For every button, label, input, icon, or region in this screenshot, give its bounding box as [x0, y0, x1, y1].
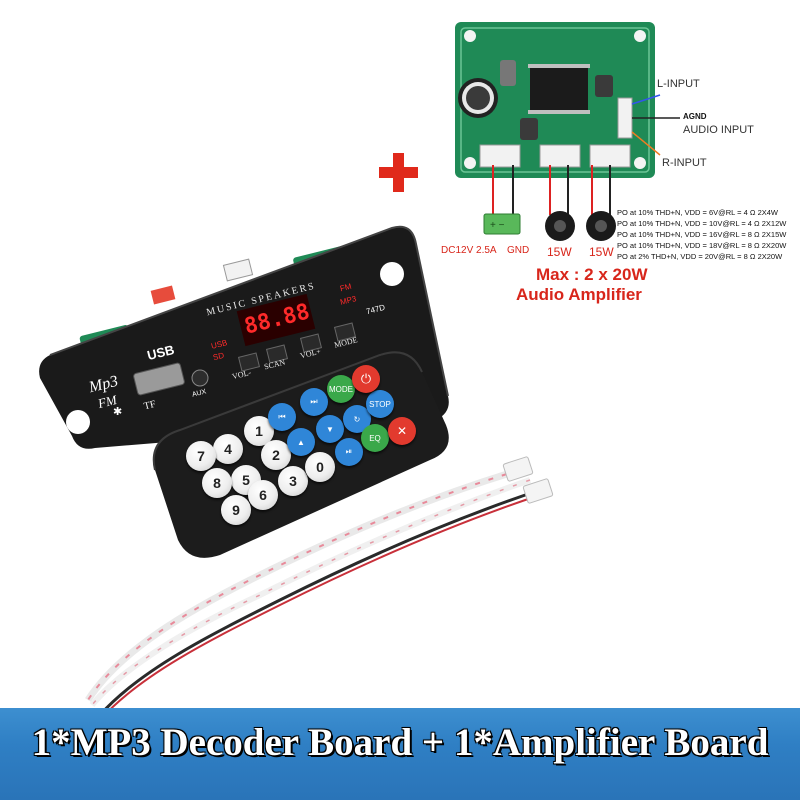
agnd-label: AGND	[683, 112, 707, 121]
remote-next-icon: ⏭	[300, 388, 328, 416]
banner-title: 1*MP3 Decoder Board + 1*Amplifier Board	[31, 721, 769, 764]
l-input-label: L-INPUT	[657, 78, 700, 90]
remote-prev-icon: ⏮	[268, 403, 296, 431]
spec-line-1: PO at 10% THD+N, VDD = 6V@RL = 4 Ω 2X4W	[617, 208, 778, 217]
gnd-label: GND	[507, 245, 530, 256]
remote-key-3: 3	[278, 466, 308, 496]
amplifier-headline: Max : 2 x 20W	[536, 265, 648, 284]
remote-vol-up-icon: ▼	[316, 415, 344, 443]
plus-sign	[379, 153, 418, 192]
remote-key-9: 9	[221, 495, 251, 525]
remote-key-2: 2	[261, 440, 291, 470]
amplifier-wires	[492, 165, 611, 215]
cable-pair	[85, 456, 554, 721]
amplifier-board	[455, 22, 680, 178]
svg-text:+ −: + −	[490, 220, 505, 231]
remote-key-6: 6	[248, 480, 278, 510]
bottom-banner	[0, 708, 800, 800]
remote-eq-key: EQ	[361, 424, 389, 452]
spec-line-5: PO at 2% THD+N, VDD = 20V@RL = 8 Ω 2X20W	[617, 252, 783, 261]
r-input-label: R-INPUT	[662, 157, 707, 169]
remote-vol-down-icon: ▲	[287, 428, 315, 456]
spec-line-4: PO at 10% THD+N, VDD = 18V@RL = 8 Ω 2X20…	[617, 241, 787, 250]
spec-line-3: PO at 10% THD+N, VDD = 16V@RL = 8 Ω 2X15…	[617, 230, 787, 239]
remote-key-7: 7	[186, 441, 216, 471]
remote-key-8: 8	[202, 468, 232, 498]
audio-input-label: AUDIO INPUT	[683, 124, 754, 136]
speaker-icon-right	[586, 211, 616, 241]
battery-icon: + −	[483, 213, 521, 235]
remote-mute-icon: ✕	[388, 417, 416, 445]
remote-play-pause-icon: ⏯	[335, 438, 363, 466]
speaker-icon-left	[545, 211, 575, 241]
remote-stop-key: STOP	[366, 390, 394, 418]
power-label: DC12V 2.5A	[441, 245, 497, 256]
spec-line-2: PO at 10% THD+N, VDD = 10V@RL = 4 Ω 2X12…	[617, 219, 787, 228]
speaker-right-watt: 15W	[589, 245, 614, 259]
speaker-left-watt: 15W	[547, 245, 572, 259]
amplifier-subheadline: Audio Amplifier	[516, 285, 642, 304]
remote-key-0: 0	[305, 452, 335, 482]
remote-power-icon: ⏻	[352, 365, 380, 393]
bluetooth-icon: ✱	[113, 406, 123, 418]
remote-mode-key: MODE	[327, 375, 355, 403]
remote-key-4: 4	[213, 434, 243, 464]
